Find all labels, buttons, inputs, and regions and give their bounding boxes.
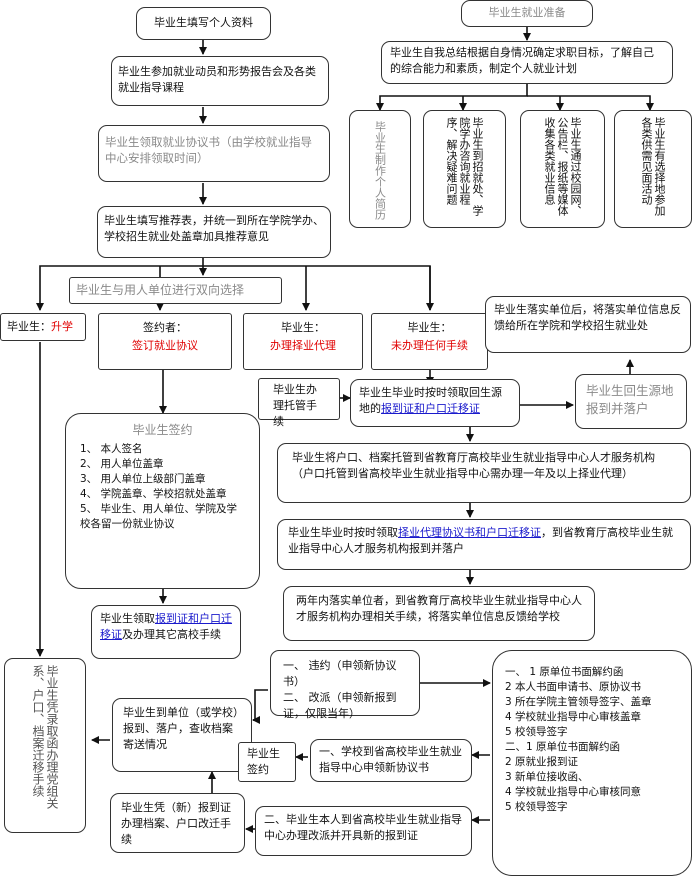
mobilization-text: 毕业生参加就业动员和形势报告会及各类就业指导课程 [118, 65, 316, 94]
sign-steps-title: 毕业生签约 [132, 423, 193, 437]
recommend-box: 毕业生填写推荐表，并统一到所在学院学办、学校招生就业处盖章加具推荐意见 [97, 206, 331, 258]
signed-cert-text-c: 及办理其它高校手续 [122, 628, 221, 641]
deferred-cert-text-c: ，到省教育厅高校毕业生就业指导中心人才服务机构报到并落户 [288, 526, 673, 555]
admission-box: 毕业生凭录取函办理党组关系、户口、档案迁移手续 [4, 658, 86, 833]
new-cert-report-text: 毕业生凭（新）报到证办理档案、户口改迁手续 [121, 801, 231, 846]
sign-step: 5、 毕业生、用人单位、学院及学校各留一份就业协议 [80, 503, 238, 530]
sign-again-box: 毕业生签约 [238, 742, 296, 782]
prep-col-consult-text: 毕业生到招就处、学院学办咨询就业程序、解决疑难问题 [445, 117, 484, 216]
procedure-item: 3 所在学院主管领导签字、盖章 [505, 696, 652, 708]
new-cert-box: 二、毕业生本人到省高校毕业生就业指导中心办理改派并开具新的报到证 [255, 806, 472, 856]
get-cert-origin-box: 毕业生毕业时按时领取回生源地的报到证和户口迁移证 [350, 379, 520, 427]
prep-col-resume-text: 毕业生制作个人简历 [373, 121, 387, 220]
breach-item: 二、 改派（申领新报到证，仅限当年） [283, 691, 397, 720]
procedure-item: 一、 1 原单位书面解约函 [505, 666, 624, 678]
return-origin-box: 毕业生回生源地报到并落户 [575, 374, 687, 429]
further-study-label: 毕业生： [7, 320, 51, 333]
prep-col-info: 毕业生通过校园网、公告栏、报纸等媒体收集各类就业信息 [520, 110, 605, 228]
sign-steps-list: 1、 本人签名 2、 用人单位盖章 3、 用人单位上级部门盖章 4、 学院盖章、… [80, 442, 245, 532]
archive-text: 毕业生将户口、档案托管到省教育厅高校毕业生就业指导中心人才服务机构（户口托管到省… [292, 451, 655, 480]
get-cert-origin-highlight: 报到证和户口迁移证 [381, 402, 480, 415]
prep-col-resume: 毕业生制作个人简历 [349, 110, 411, 228]
get-cert-origin-text: 毕业生毕业时按时领取回生源地的 [359, 386, 502, 415]
custody-text: 毕业生办理托管手续 [273, 383, 317, 428]
deferred-cert-highlight: 择业代理协议书和户口迁移证 [398, 526, 541, 539]
new-agreement-text: 一、学校到省高校毕业生就业指导中心申领新协议书 [319, 745, 462, 774]
feedback-text: 毕业生落实单位后，将落实单位信息反馈给所在学院和学校招生就业处 [494, 303, 681, 332]
procedure-item: 4 学校就业指导中心审核盖章 [505, 711, 642, 723]
procedure-item: 2 原就业报到证 [505, 756, 579, 768]
signer-value: 签订就业协议 [132, 339, 198, 352]
report-unit-text: 毕业生到单位（或学校）报到、落户，查收档案寄送情况 [123, 706, 239, 751]
signed-cert-text-a: 毕业生领取 [100, 612, 155, 625]
sign-step: 3、 用人单位上级部门盖章 [80, 473, 206, 485]
procedures-box: 一、 1 原单位书面解约函 2 本人书面申请书、原协议书 3 所在学院主管领导签… [492, 650, 692, 876]
get-agreement-box: 毕业生领取就业协议书（由学校就业指导中心安排领取时间） [98, 125, 330, 182]
return-origin-text: 毕业生回生源地报到并落户 [586, 383, 674, 416]
prep-col-activities: 毕业生有选择地参加各类供需见面活动 [614, 110, 692, 228]
employment-prep-box: 毕业生就业准备 [461, 0, 593, 27]
breach-box: 一、 违约（申领新协议书） 二、 改派（申领新报到证，仅限当年） [270, 650, 420, 720]
self-assess-box: 毕业生自我总结根据自身情况确定求职目标，了解自己的综合能力和素质，制定个人就业计… [381, 41, 673, 84]
new-cert-report-box: 毕业生凭（新）报到证办理档案、户口改迁手续 [110, 793, 245, 853]
feedback-box: 毕业生落实单位后，将落实单位信息反馈给所在学院和学校招生就业处 [485, 296, 691, 353]
recommend-text: 毕业生填写推荐表，并统一到所在学院学办、学校招生就业处盖章加具推荐意见 [104, 214, 324, 243]
archive-box: 毕业生将户口、档案托管到省教育厅高校毕业生就业指导中心人才服务机构（户口托管到省… [277, 443, 691, 503]
new-agreement-box: 一、学校到省高校毕业生就业指导中心申领新协议书 [310, 739, 472, 782]
procedure-item: 3 新单位接收函、 [505, 771, 589, 783]
prep-col-activities-text: 毕业生有选择地参加各类供需见面活动 [640, 117, 666, 216]
no-procedure-value: 未办理任何手续 [391, 339, 468, 352]
procedure-item: 2 本人书面申请书、原协议书 [505, 681, 642, 693]
self-assess-text: 毕业生自我总结根据自身情况确定求职目标，了解自己的综合能力和素质，制定个人就业计… [390, 46, 654, 75]
admission-text: 毕业生凭录取函办理党组关系、户口、档案迁移手续 [31, 665, 59, 809]
sign-step: 2、 用人单位盖章 [80, 458, 164, 470]
employment-prep-text: 毕业生就业准备 [488, 6, 566, 19]
fill-info-box: 毕业生填写个人资料 [136, 7, 271, 40]
get-agreement-text: 毕业生领取就业协议书（由学校就业指导中心安排领取时间） [105, 135, 312, 165]
signed-cert-box: 毕业生领取报到证和户口迁移证及办理其它高校手续 [91, 605, 241, 659]
two-years-text: 两年内落实单位者，到省教育厅高校毕业生就业指导中心人才服务机构办理相关手续，将落… [296, 594, 582, 623]
procedure-item: 5 校领导签字 [505, 801, 568, 813]
report-unit-box: 毕业生到单位（或学校）报到、落户，查收档案寄送情况 [112, 698, 252, 772]
procedures-list: 一、 1 原单位书面解约函 2 本人书面申请书、原协议书 3 所在学院主管领导签… [505, 665, 679, 815]
breach-item: 一、 违约（申领新协议书） [283, 659, 397, 688]
sign-again-text: 毕业生签约 [247, 747, 280, 776]
procedure-item: 二、1 原单位书面解约函 [505, 741, 621, 753]
prep-col-info-text: 毕业生通过校园网、公告栏、报纸等媒体收集各类就业信息 [543, 117, 582, 216]
sign-steps-box: 毕业生签约 1、 本人签名 2、 用人单位盖章 3、 用人单位上级部门盖章 4、… [65, 413, 260, 589]
prep-col-consult: 毕业生到招就处、学院学办咨询就业程序、解决疑难问题 [423, 110, 506, 228]
deferred-cert-text-a: 毕业生毕业时按时领取 [288, 526, 398, 539]
deferred-cert-box: 毕业生毕业时按时领取择业代理协议书和户口迁移证，到省教育厅高校毕业生就业指导中心… [277, 519, 691, 570]
deferred-box: 毕业生： 办理择业代理 [243, 313, 363, 370]
two-way-box: 毕业生与用人单位进行双向选择 [69, 277, 282, 304]
signer-box: 签约者： 签订就业协议 [98, 313, 232, 370]
new-cert-text: 二、毕业生本人到省高校毕业生就业指导中心办理改派并开具新的报到证 [264, 813, 462, 842]
signer-label: 签约者： [143, 321, 187, 334]
further-study-value: 升学 [51, 320, 73, 333]
signed-cert-highlight: 报到证和户口迁移证 [100, 612, 232, 641]
mobilization-box: 毕业生参加就业动员和形势报告会及各类就业指导课程 [111, 56, 329, 106]
no-procedure-box: 毕业生： 未办理任何手续 [371, 313, 488, 370]
custody-box: 毕业生办理托管手续 [258, 378, 340, 428]
deferred-label: 毕业生： [281, 321, 325, 334]
further-study-box: 毕业生：升学 [0, 313, 86, 341]
two-way-text: 毕业生与用人单位进行双向选择 [76, 283, 245, 297]
procedure-item: 5 校领导签字 [505, 726, 568, 738]
sign-step: 4、 学院盖章、学校招就处盖章 [80, 488, 227, 500]
deferred-value: 办理择业代理 [270, 339, 336, 352]
sign-step: 1、 本人签名 [80, 443, 143, 455]
two-years-box: 两年内落实单位者，到省教育厅高校毕业生就业指导中心人才服务机构办理相关手续，将落… [283, 586, 595, 641]
procedure-item: 4 学校就业指导中心审核同意 [505, 786, 642, 798]
fill-info-text: 毕业生填写个人资料 [154, 16, 253, 29]
no-procedure-label: 毕业生： [407, 321, 452, 334]
